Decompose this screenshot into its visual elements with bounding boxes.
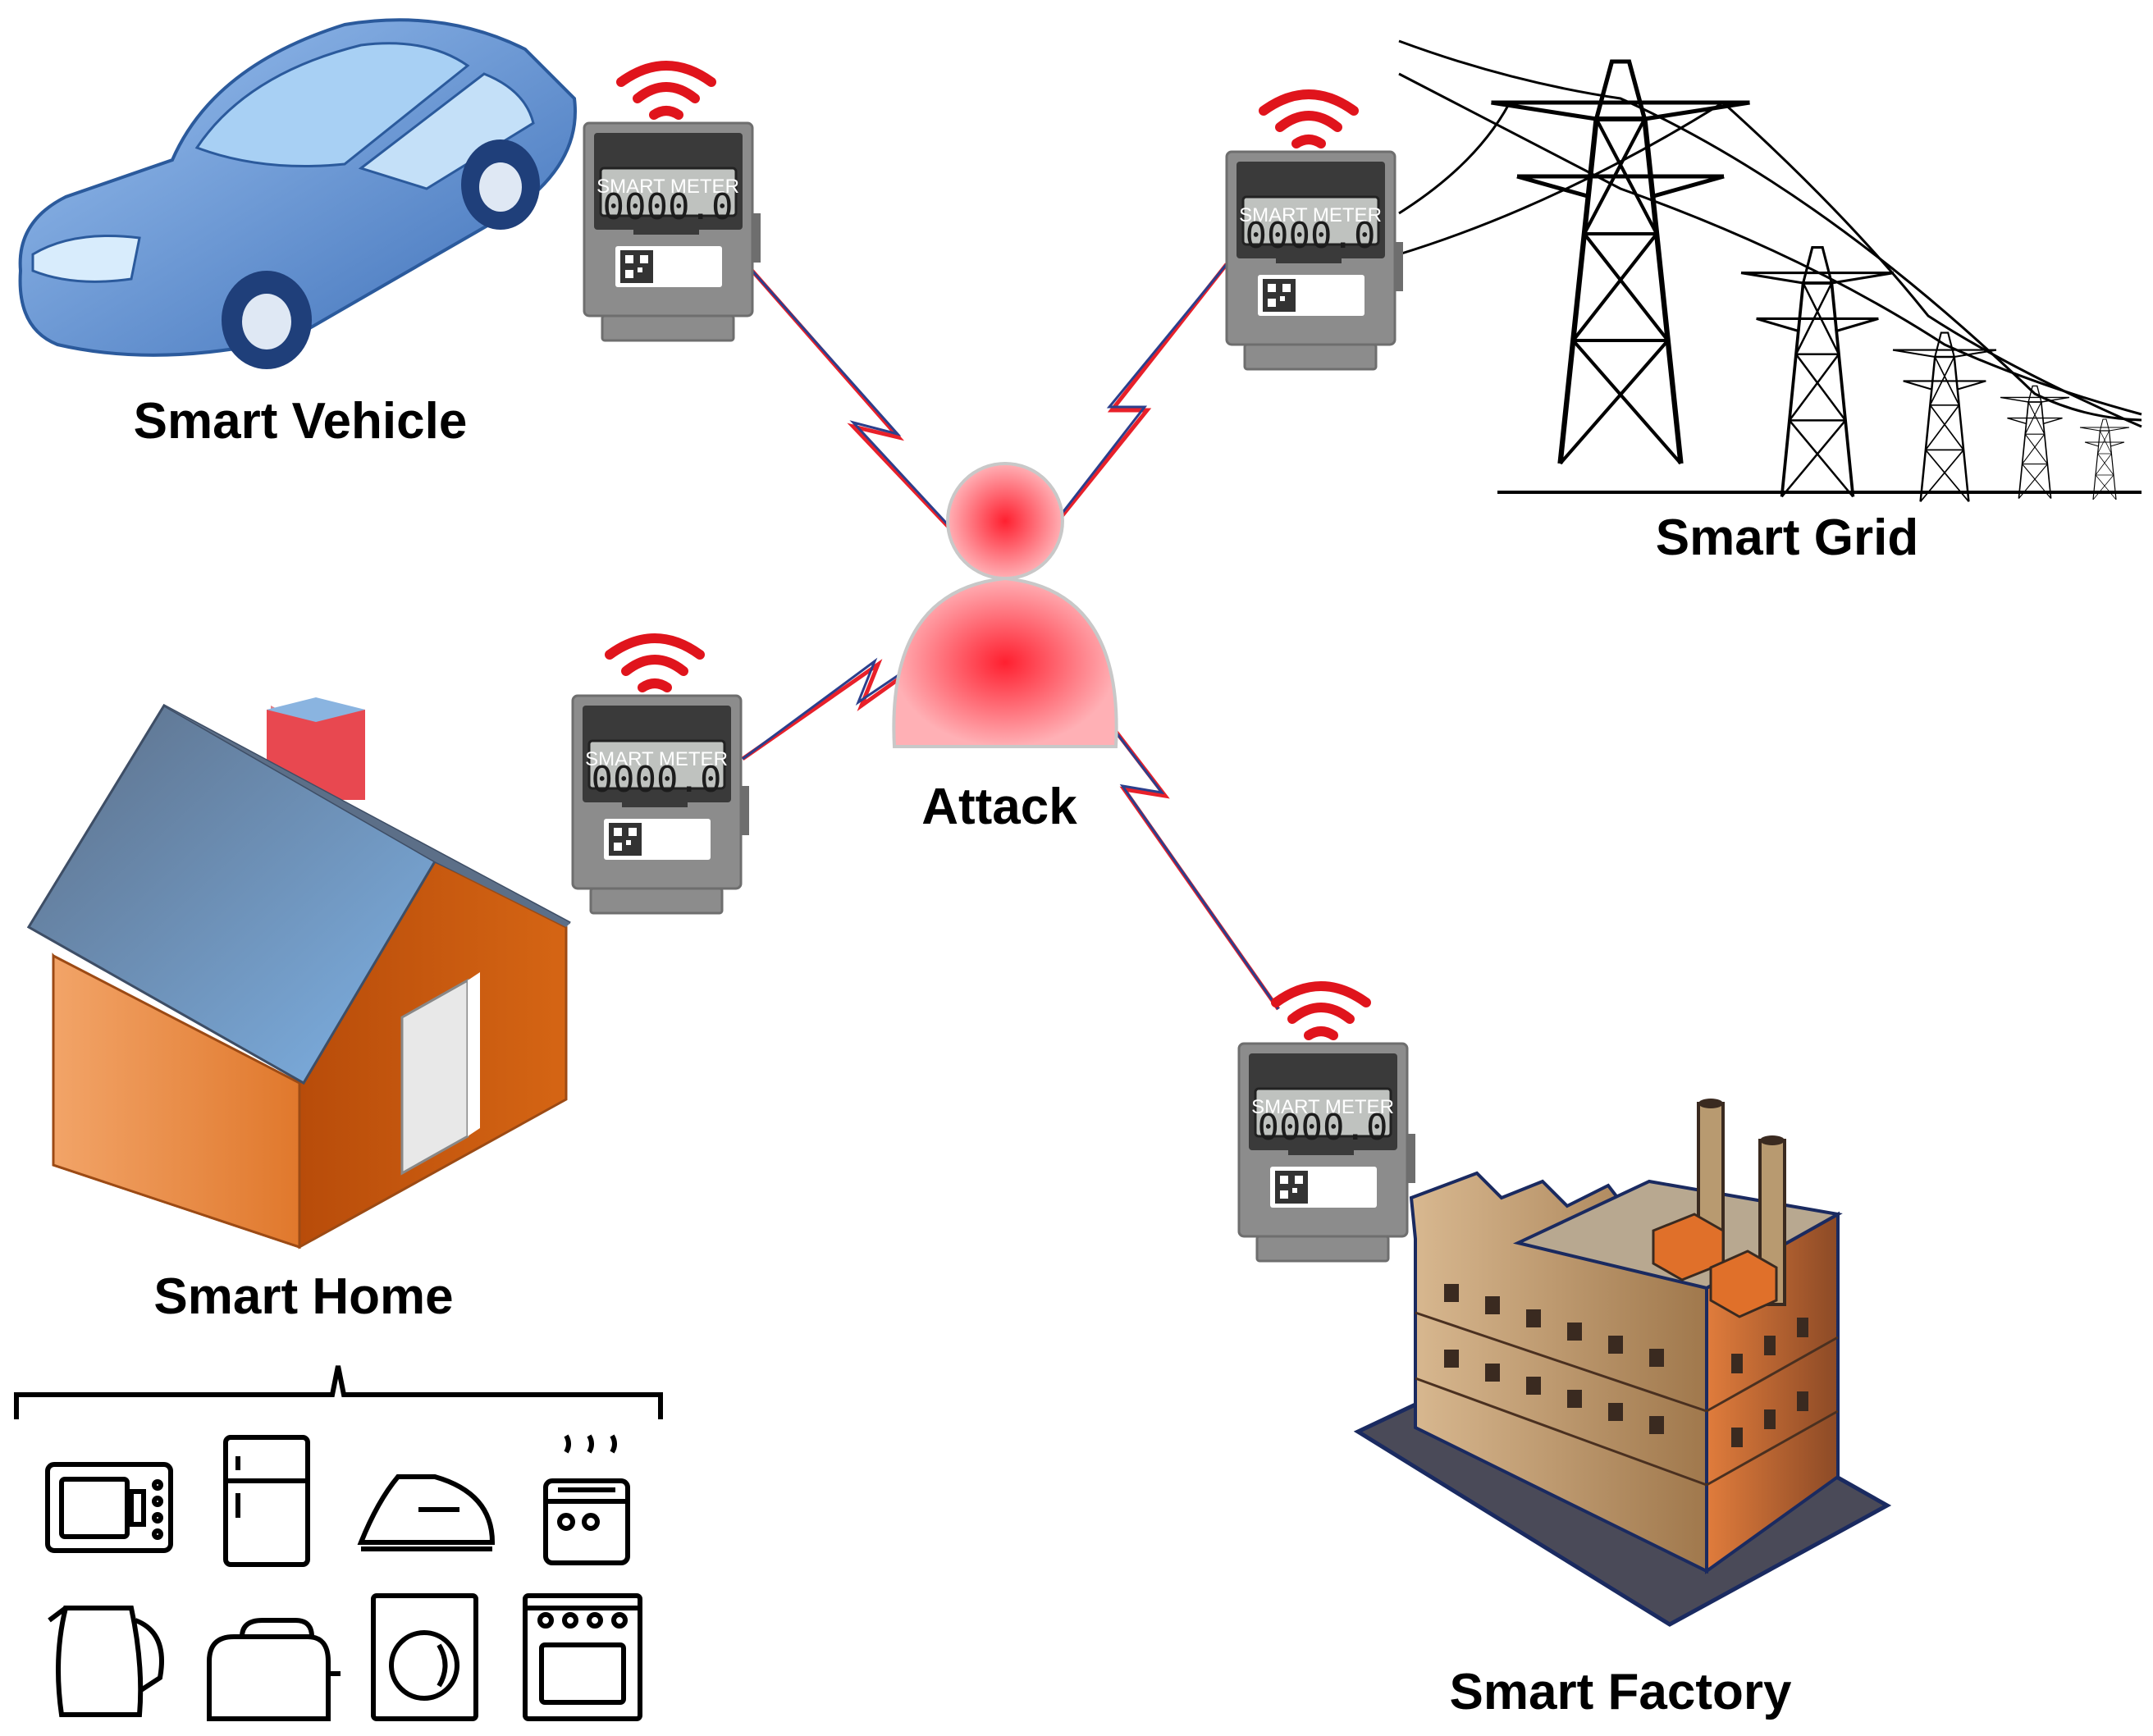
smart-home-label: Smart Home: [153, 1268, 454, 1325]
attack-label: Attack: [921, 779, 1077, 835]
svg-text:SMART METER: SMART METER: [597, 176, 739, 198]
smart-meter-vehicle: SMART METER 0000.0: [584, 66, 761, 340]
microwave-icon: [45, 1462, 173, 1553]
svg-text:0000.0: 0000.0: [1258, 1107, 1388, 1149]
washing-machine-icon: [371, 1593, 478, 1721]
appliances-bracket: [14, 1365, 663, 1419]
iron-icon: [357, 1474, 496, 1551]
transmission-towers-icon: [1398, 39, 2142, 503]
appliances-grid: [45, 1434, 642, 1721]
svg-text:SMART METER: SMART METER: [585, 748, 728, 770]
smart-grid-label: Smart Grid: [1655, 509, 1919, 566]
toaster-icon: [207, 1618, 341, 1721]
attack-link-vehicle: [749, 267, 1007, 588]
smart-vehicle-label: Smart Vehicle: [133, 393, 468, 450]
smart-meter-home: SMART METER 0000.0: [573, 638, 749, 913]
attacker-icon: [892, 462, 1118, 748]
smart-vehicle-icon: [18, 18, 577, 369]
refrigerator-icon: [223, 1435, 310, 1567]
svg-text:0000.0: 0000.0: [1246, 215, 1376, 257]
rice-cooker-icon: [543, 1434, 630, 1565]
svg-text:0000.0: 0000.0: [603, 186, 734, 228]
smart-meter-grid: SMART METER 0000.0: [1227, 94, 1403, 369]
svg-text:SMART METER: SMART METER: [1239, 204, 1382, 226]
svg-text:0000.0: 0000.0: [592, 759, 722, 801]
smart-home-icon: [26, 697, 571, 1249]
smart-factory-icon: [1353, 1099, 1892, 1627]
stove-icon: [523, 1593, 642, 1721]
smart-meter-factory: SMART METER 0000.0: [1239, 986, 1415, 1261]
kettle-icon: [48, 1606, 164, 1717]
svg-text:SMART METER: SMART METER: [1251, 1096, 1394, 1118]
attack-link-grid: [1003, 263, 1228, 588]
smart-factory-label: Smart Factory: [1449, 1664, 1792, 1720]
